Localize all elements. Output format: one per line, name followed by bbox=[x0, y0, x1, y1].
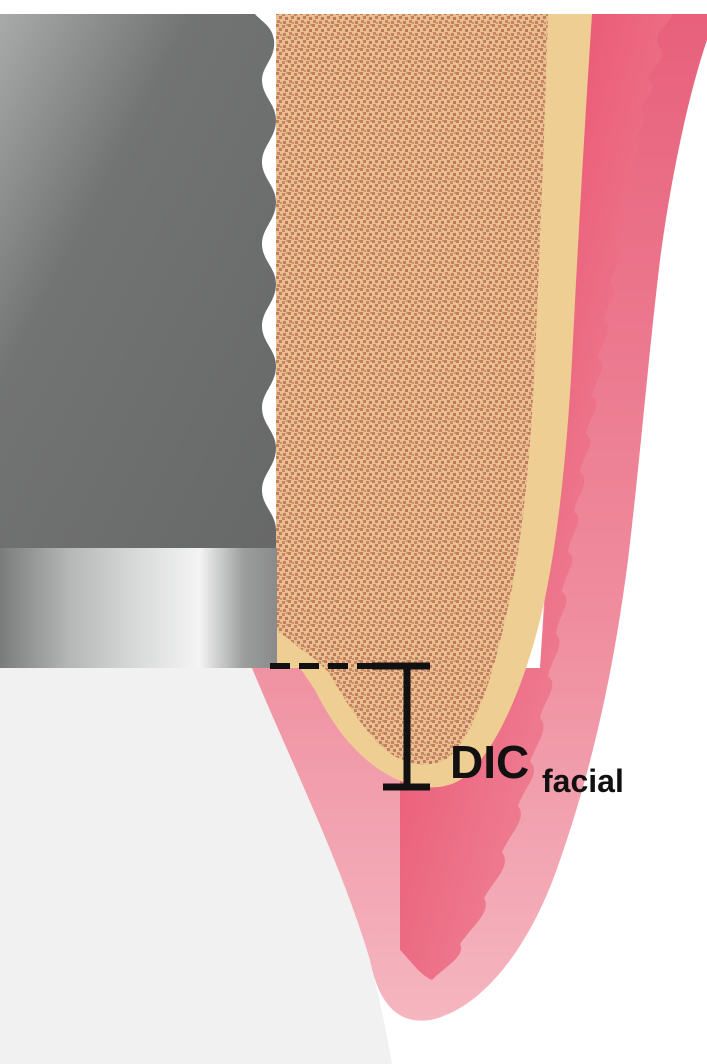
implant-collar bbox=[0, 548, 277, 668]
implant-body bbox=[0, 14, 276, 548]
dic-label-subscript: facial bbox=[542, 763, 624, 799]
dic-label-main: DIC bbox=[450, 736, 529, 788]
